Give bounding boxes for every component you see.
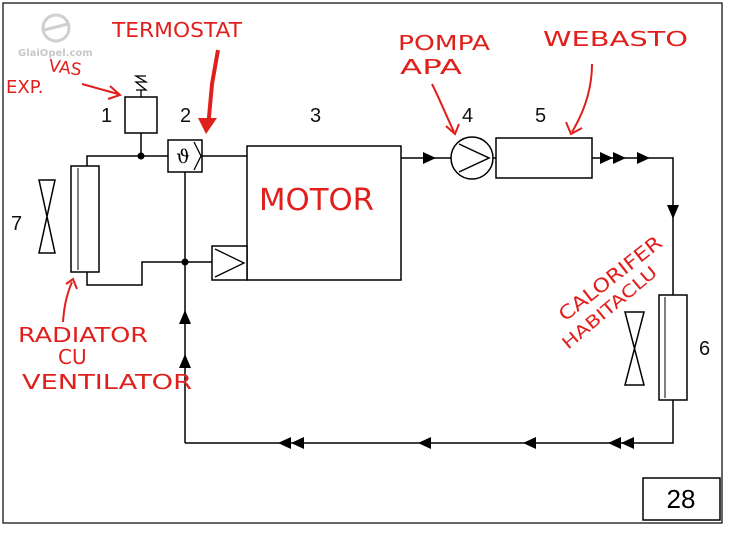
label-number-4: 4 (462, 105, 473, 127)
annotation-termostat: TERMOSTAT (111, 18, 243, 42)
label-number-7: 7 (11, 213, 22, 235)
arrow-head-thermostat (198, 118, 217, 134)
cabin-fan-icon (624, 311, 645, 386)
radiator-fan-icon (38, 179, 56, 254)
arrow-to-webasto (565, 63, 593, 136)
annotation-cu: CU (58, 345, 87, 369)
junction-dot-top (137, 152, 145, 160)
motor-internal-pump (211, 245, 248, 281)
annotation-vas: VAS (47, 56, 82, 80)
annotation-ventilator: VENTILATOR (22, 370, 192, 394)
flow-arrows (179, 152, 679, 449)
annotations: VAS EXP. TERMOSTAT POMPA APA WEBASTO MOT… (6, 18, 688, 394)
expansion-tank (124, 96, 158, 134)
annotation-pompa: POMPA (398, 31, 490, 55)
arrow-to-pump (431, 83, 460, 136)
radiator (70, 165, 100, 273)
diagram-frame (2, 2, 723, 524)
page-number: 28 (667, 484, 696, 514)
water-pump (450, 136, 494, 180)
webasto-heater (495, 137, 593, 179)
label-number-3: 3 (310, 105, 321, 127)
arrow-to-thermostat (206, 49, 220, 129)
annotation-exp: EXP. (6, 77, 43, 98)
annotation-apa: APA (400, 55, 462, 79)
watermark-logo: GlaiOpel.com (18, 13, 93, 59)
label-number-6: 6 (699, 338, 710, 360)
annotation-radiator: RADIATOR (18, 323, 148, 347)
cabin-heater (658, 294, 688, 401)
watermark-text: GlaiOpel.com (18, 48, 93, 59)
thermostat-symbol: ϑ (176, 146, 190, 168)
label-number-5: 5 (535, 105, 546, 127)
page-number-box (642, 477, 721, 521)
arrow-to-radiator (62, 277, 78, 323)
junction-dot-bottom (181, 258, 189, 266)
annotation-webasto: WEBASTO (543, 27, 688, 51)
label-number-2: 2 (180, 105, 191, 127)
thermostat-valve: ϑ (167, 139, 203, 173)
motor-block (246, 145, 402, 281)
arrow-to-tank (81, 83, 122, 100)
annotation-motor: MOTOR (259, 183, 374, 218)
tank-cap-icon (133, 75, 149, 97)
label-number-1: 1 (101, 105, 112, 127)
